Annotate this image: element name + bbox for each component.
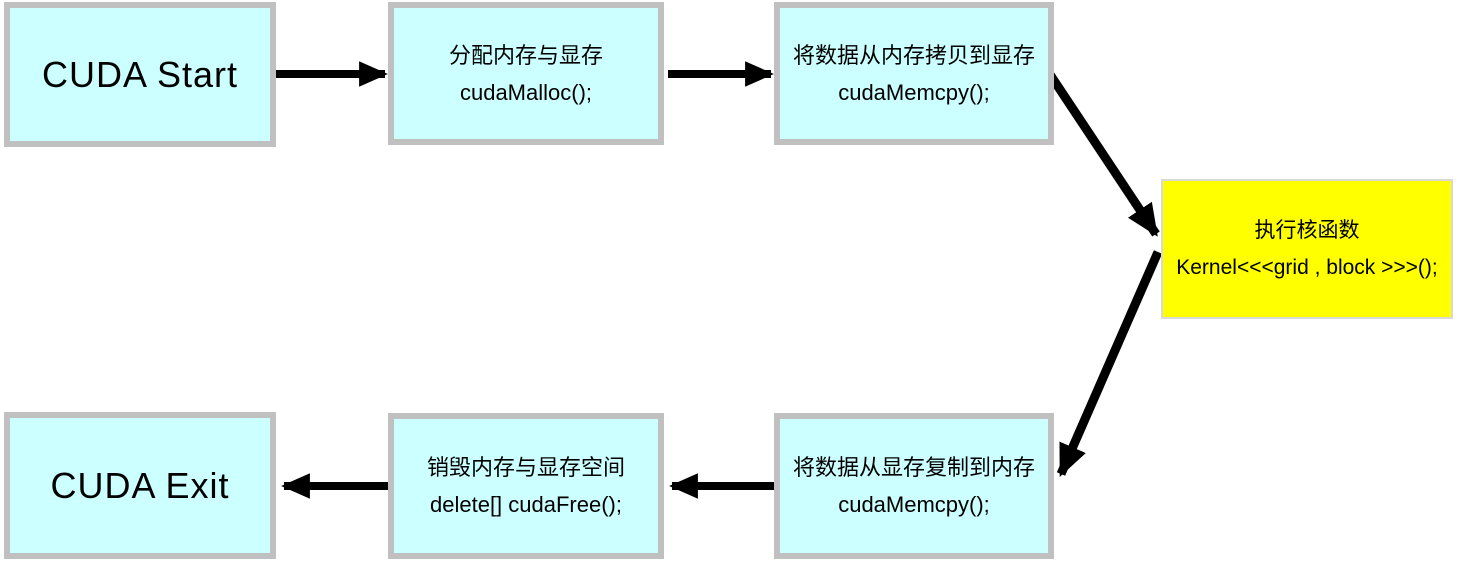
node-kernel-launch-title: 执行核函数 [1254,219,1360,242]
node-kernel-launch: 执行核函数 Kernel<<<grid , block >>>(); [1161,179,1453,319]
node-free-memory: 销毁内存与显存空间 delete[] cudaFree(); [388,413,664,559]
node-copy-to-host-code: cudaMemcpy(); [838,492,990,517]
node-cuda-start: CUDA Start [4,2,276,147]
node-cuda-exit-label: CUDA Exit [50,464,230,506]
node-alloc-memory-title: 分配内存与显存 [448,42,603,68]
node-copy-to-device: 将数据从内存拷贝到显存 cudaMemcpy(); [774,2,1054,145]
arrow-copy-to-kernel [1045,70,1160,237]
node-free-memory-title: 销毁内存与显存空间 [426,455,625,480]
node-copy-to-host-title: 将数据从显存复制到内存 [792,455,1035,480]
node-cuda-exit: CUDA Exit [4,412,276,559]
node-cuda-start-label: CUDA Start [41,53,239,95]
arrow-kernel-to-copyback [1056,250,1163,477]
node-kernel-launch-code: Kernel<<<grid , block >>>(); [1176,256,1438,279]
node-copy-to-device-title: 将数据从内存拷贝到显存 [792,42,1035,68]
node-alloc-memory: 分配内存与显存 cudaMalloc(); [388,2,664,145]
node-copy-to-host: 将数据从显存复制到内存 cudaMemcpy(); [774,413,1054,559]
node-free-memory-code: delete[] cudaFree(); [430,492,622,517]
node-alloc-memory-code: cudaMalloc(); [459,79,593,105]
node-copy-to-device-code: cudaMemcpy(); [838,79,990,105]
